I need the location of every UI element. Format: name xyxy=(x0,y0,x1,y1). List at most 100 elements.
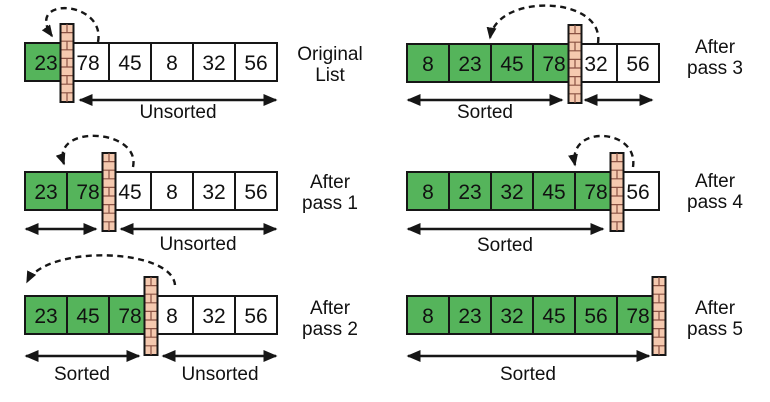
list-cell xyxy=(406,171,450,211)
cell-value: 32 xyxy=(202,52,225,75)
panel-title-line2: pass 5 xyxy=(687,319,743,340)
divider-wall xyxy=(101,152,117,232)
cell-value: 32 xyxy=(500,181,523,204)
cell-value: 56 xyxy=(626,181,649,204)
cell-value: 8 xyxy=(422,53,434,76)
cell-value: 23 xyxy=(458,181,481,204)
cell-value: 23 xyxy=(34,52,57,75)
cell-value: 8 xyxy=(422,181,434,204)
list-cell xyxy=(574,295,618,335)
list-cells: 8 23 32 45 56 78 xyxy=(406,295,660,335)
unsorted-range-arrow: Unsorted xyxy=(119,223,278,255)
list-cell xyxy=(406,295,450,335)
divider-wall xyxy=(567,24,583,104)
cell-value: 78 xyxy=(542,53,565,76)
cell-value: 45 xyxy=(542,181,565,204)
cell-value: 8 xyxy=(166,52,178,75)
list-cell xyxy=(234,42,278,82)
list-cell xyxy=(66,295,110,335)
cell-value: 23 xyxy=(458,53,481,76)
unsorted-range-arrow: Unsorted xyxy=(78,94,278,123)
sorted-label: Sorted xyxy=(54,364,110,385)
sorted-range-arrow: Sorted xyxy=(406,350,651,385)
move-arc-arrow xyxy=(486,4,600,44)
cell-value: 23 xyxy=(34,305,57,328)
unsorted-label: Unsorted xyxy=(139,102,216,123)
panel-title-line1: After xyxy=(310,172,351,193)
cell-value: 56 xyxy=(244,181,267,204)
panel-after-pass-4: Sorted 8 23 32 45 78 56 After pass 4 xyxy=(406,134,743,256)
cell-value: 78 xyxy=(118,305,141,328)
panel-after-pass-2: Sorted Unsorted 23 45 78 8 32 56 After p… xyxy=(24,254,358,385)
cell-value: 78 xyxy=(626,305,649,328)
list-cells: 23 78 45 8 32 56 xyxy=(24,171,278,211)
cell-value: 78 xyxy=(76,52,99,75)
unsorted-range-arrow: Unsorted xyxy=(161,350,278,385)
cell-value: 78 xyxy=(584,181,607,204)
cell-value: 56 xyxy=(244,52,267,75)
panel-title-line1: Original xyxy=(297,44,362,65)
list-cell xyxy=(490,171,534,211)
sorted-range-arrow: Sorted xyxy=(406,94,564,123)
list-cell xyxy=(108,42,152,82)
panel-title-line2: pass 2 xyxy=(302,319,358,340)
divider-wall xyxy=(651,276,667,356)
list-cell xyxy=(532,171,576,211)
sorted-label: Sorted xyxy=(500,364,556,385)
panel-title-line1: After xyxy=(310,298,351,319)
move-arc-arrow xyxy=(41,7,100,43)
panel-after-pass-5: Sorted 8 23 32 45 56 78 After pass 5 xyxy=(406,276,743,385)
panel-after-pass-1: Unsorted 23 78 45 8 32 56 After pass 1 xyxy=(24,134,358,255)
list-cell xyxy=(490,43,534,83)
cell-value: 45 xyxy=(118,52,141,75)
cell-value: 8 xyxy=(166,305,178,328)
cell-value: 78 xyxy=(76,181,99,204)
cell-value: 56 xyxy=(584,305,607,328)
cell-value: 32 xyxy=(500,305,523,328)
list-cell xyxy=(616,43,660,83)
panel-original-list: Unsorted 23 78 45 8 32 56 Original List xyxy=(24,7,363,123)
divider-wall xyxy=(143,276,159,356)
move-arc-arrow xyxy=(25,254,177,286)
cell-value: 45 xyxy=(542,305,565,328)
panel-title-line2: List xyxy=(315,65,345,86)
list-cell xyxy=(234,171,278,211)
list-cell xyxy=(234,295,278,335)
unsorted-label: Unsorted xyxy=(181,364,258,385)
cell-value: 8 xyxy=(422,305,434,328)
list-cell xyxy=(406,43,450,83)
list-cell xyxy=(192,295,236,335)
sorted-range-arrow: Sorted xyxy=(406,223,605,256)
panel-title-line1: After xyxy=(695,298,736,319)
list-cells: 8 23 32 45 78 56 xyxy=(406,171,660,211)
cell-value: 56 xyxy=(244,305,267,328)
cell-value: 23 xyxy=(458,305,481,328)
divider-wall xyxy=(609,152,625,232)
sorted-label: Sorted xyxy=(477,235,533,256)
divider-wall xyxy=(59,23,75,103)
cell-value: 45 xyxy=(118,181,141,204)
panel-title-line2: pass 4 xyxy=(687,192,743,213)
move-arc-arrow xyxy=(55,134,135,168)
sorted-label: Sorted xyxy=(457,102,513,123)
list-cells: 8 23 45 78 32 56 xyxy=(406,43,660,83)
panel-title-line1: After xyxy=(695,37,736,58)
cell-value: 45 xyxy=(76,305,99,328)
cell-value: 56 xyxy=(626,53,649,76)
panel-after-pass-3: Sorted 8 23 45 78 32 56 After pass 3 xyxy=(406,4,743,123)
cell-value: 32 xyxy=(202,181,225,204)
cell-value: 45 xyxy=(500,53,523,76)
list-cell xyxy=(532,295,576,335)
list-cells: 23 78 45 8 32 56 xyxy=(24,42,278,82)
cell-value: 32 xyxy=(202,305,225,328)
move-arc-arrow xyxy=(568,134,635,168)
list-cell xyxy=(448,295,492,335)
sorted-range-arrow: Sorted xyxy=(24,350,141,385)
cell-value: 32 xyxy=(584,53,607,76)
cell-value: 23 xyxy=(34,181,57,204)
list-cell xyxy=(150,171,194,211)
panel-title-line2: pass 3 xyxy=(687,58,743,79)
list-cell xyxy=(490,295,534,335)
cell-value: 8 xyxy=(166,181,178,204)
